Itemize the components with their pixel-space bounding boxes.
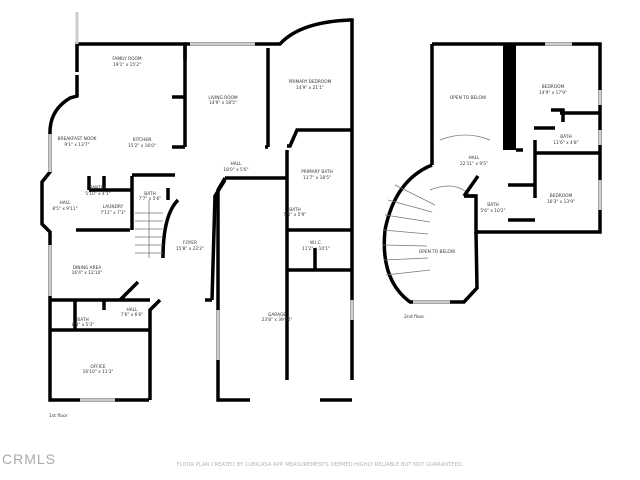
- room-label: GARAGE: [268, 312, 286, 318]
- room-label: BREAKFAST NOOK: [58, 136, 97, 142]
- room-label: BATH: [560, 134, 571, 140]
- room-dims: 7'7" x 5'6": [139, 196, 162, 202]
- stairs-second-floor: [382, 184, 436, 276]
- second-floor-walls: [382, 42, 602, 304]
- room-label: HALL: [127, 307, 139, 313]
- room-label: BATH: [144, 191, 155, 197]
- room-dims: 23'8" x 39'10": [262, 317, 293, 323]
- second-floor-labels: OPEN TO BELOW BEDROOM 14'9" x 17'9" BATH…: [404, 84, 579, 320]
- room-dims: 19'1" x 15'2": [113, 62, 141, 68]
- footer-disclaimer: FLOOR PLAN CREATED BY CUBICASA APP. MEAS…: [177, 462, 464, 468]
- room-dims: 15'2" x 16'0": [128, 143, 156, 149]
- room-label: HALL: [469, 155, 481, 161]
- room-dims: 15'8" x 22'2": [176, 246, 204, 252]
- room-dims: 5'1" x 5'9": [284, 212, 307, 218]
- chimney-block: [503, 44, 516, 150]
- watermark-logo: CRMLS: [2, 451, 56, 467]
- room-label: BEDROOM: [542, 84, 565, 90]
- room-dims: 11'6" x 4'8": [553, 140, 578, 146]
- room-dims: 18'0" x 5'6": [223, 167, 248, 173]
- room-label: BATH: [487, 202, 498, 208]
- room-label: PRIMARY BEDROOM: [289, 79, 332, 85]
- room-dims: 7'11" x 7'3": [100, 210, 125, 216]
- stairs-first-floor: [135, 200, 163, 258]
- room-dims: 7'6" x 6'6": [121, 312, 144, 318]
- room-label: BATH: [289, 207, 300, 213]
- room-dims: 8'5" x 9'11": [52, 206, 77, 212]
- room-dims: 8'8" x 5'3": [72, 322, 95, 328]
- room-dims: 11'2" x 10'1": [302, 246, 330, 252]
- room-dims: 9'1" x 13'7": [64, 142, 89, 148]
- floor-label: 2nd floor: [404, 314, 424, 320]
- room-label: BEDROOM: [550, 193, 573, 199]
- room-dims: 5'6" x 10'2": [480, 208, 505, 214]
- room-label: PRIMARY BATH: [301, 169, 333, 175]
- room-dims: 16'10" x 11'3": [83, 369, 114, 375]
- first-floor-labels: FAMILY ROOM 19'1" x 15'2" BREAKFAST NOOK…: [49, 56, 333, 419]
- room-label: OFFICE: [90, 364, 106, 370]
- room-label: HALL: [60, 200, 72, 206]
- room-dims: 14'9" x 18'5": [209, 100, 237, 106]
- room-label: DINING AREA: [73, 265, 102, 271]
- room-dims: 16'4" x 12'10": [72, 270, 103, 276]
- room-dims: 11'7" x 18'5": [303, 175, 331, 181]
- room-label: FAMILY ROOM: [112, 56, 142, 62]
- room-dims: 14'9" x 21'1": [296, 85, 324, 91]
- room-label: LIVING ROOM: [208, 95, 238, 101]
- room-dims: 5'10" x 4'1": [85, 191, 110, 197]
- room-label: KITCHEN: [133, 137, 152, 143]
- room-label: HALL: [231, 161, 243, 167]
- room-label: FOYER: [183, 240, 197, 246]
- first-floor-walls: [40, 12, 354, 402]
- room-label: OPEN TO BELOW: [450, 95, 487, 101]
- room-label: BATH: [77, 317, 88, 323]
- room-dims: 22'11" x 9'5": [460, 161, 488, 167]
- room-label: W.I.C.: [310, 240, 322, 246]
- floor-label: 1st floor: [49, 413, 68, 419]
- room-label: PANTRY: [90, 185, 107, 191]
- room-label: LAUNDRY: [103, 204, 124, 210]
- room-dims: 16'3" x 13'9": [547, 199, 575, 205]
- room-label: OPEN TO BELOW: [419, 249, 456, 255]
- room-dims: 14'9" x 17'9": [539, 90, 567, 96]
